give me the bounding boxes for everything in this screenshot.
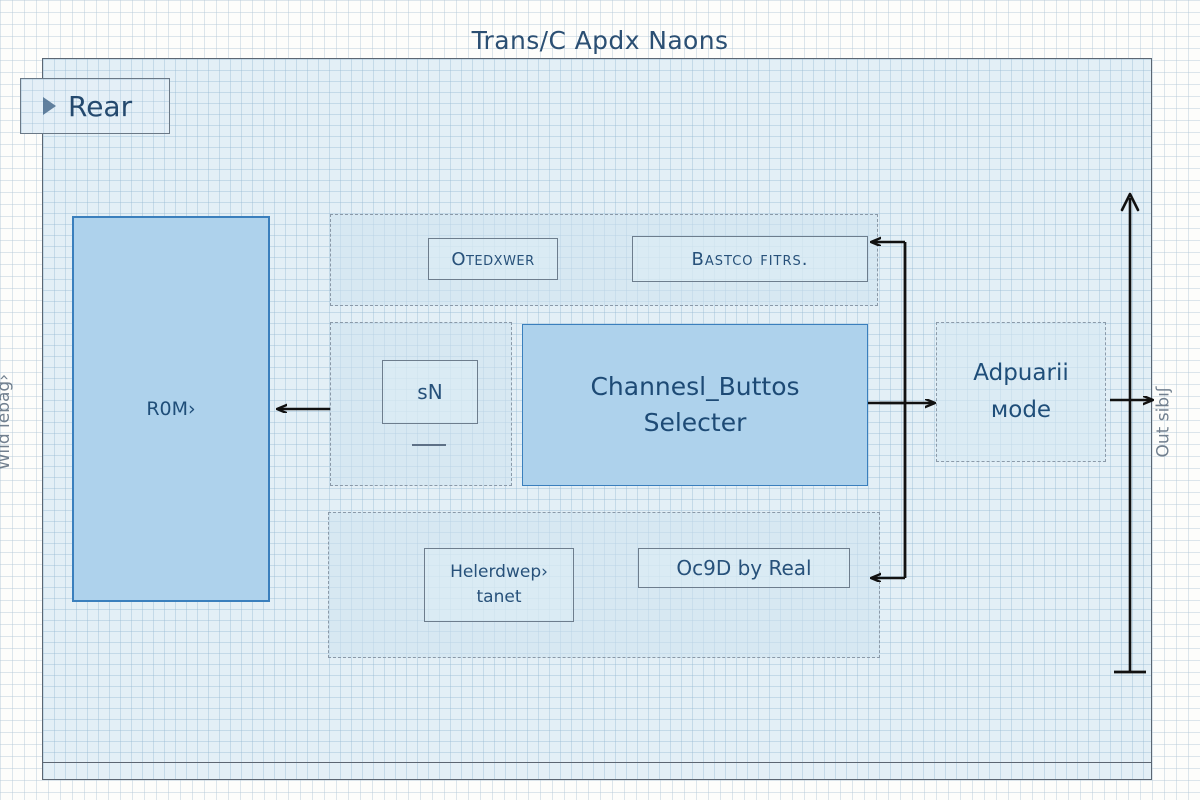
left-axis-label: Wild lebag›: [0, 373, 15, 471]
adpuarii-mode-node[interactable]: Adpuarii мode: [936, 322, 1106, 462]
channel-block-line1: Channesl_Buttos: [590, 371, 800, 401]
sn-underscore-mark: [412, 444, 446, 446]
item-sn[interactable]: sN: [382, 360, 478, 424]
item-bastco-fitrs[interactable]: Bastco fitrs.: [632, 236, 868, 282]
item-bastco-fitrs-label: Bastco fitrs.: [691, 248, 809, 270]
item-helderwep-line1: Helerdwер›: [450, 561, 548, 582]
item-otedxwer[interactable]: Otedxwer: [428, 238, 558, 280]
adpuarii-line1: Adpuarii: [973, 360, 1069, 387]
right-axis-label: Out sibıʃ: [1153, 386, 1174, 458]
play-triangle-icon: [43, 97, 56, 115]
item-otedxwer-label: Otedxwer: [451, 248, 535, 270]
channel-button-selector-block[interactable]: Channesl_Buttos Selecter: [522, 324, 868, 486]
page-title: Trans/C Apdx Naons: [471, 26, 729, 55]
frame-bottom-strip: [42, 762, 1152, 780]
item-ocsd-by-real-label: Oc9D by Real: [676, 556, 812, 580]
rom-block-label: R0M›: [146, 398, 196, 420]
adpuarii-line2: мode: [990, 397, 1052, 423]
rear-tab[interactable]: Rear: [20, 78, 170, 134]
item-sn-label: sN: [417, 380, 443, 404]
item-helderwep-tanet[interactable]: Helerdwер› tanet: [424, 548, 574, 622]
rom-block[interactable]: R0M›: [72, 216, 270, 602]
item-ocsd-by-real[interactable]: Oc9D by Real: [638, 548, 850, 588]
rear-tab-label: Rear: [68, 89, 133, 123]
channel-block-line2: Selecter: [643, 408, 747, 437]
item-helderwep-line2: tanet: [476, 587, 522, 607]
